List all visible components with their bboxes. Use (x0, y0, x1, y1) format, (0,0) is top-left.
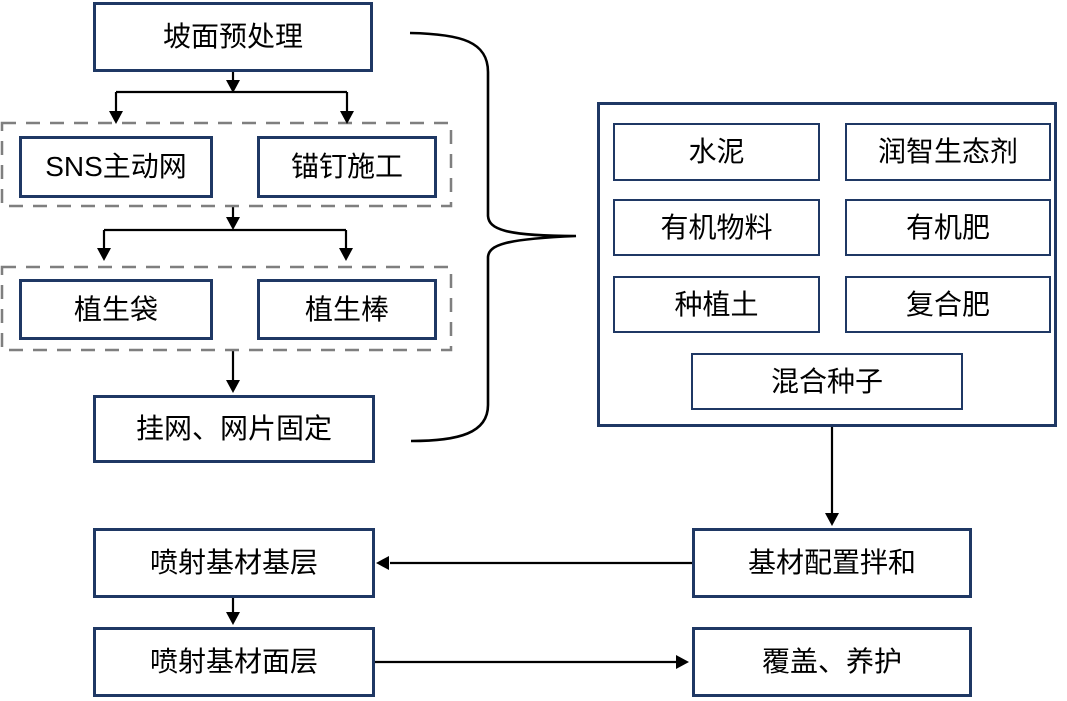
node-cement: 水泥 (613, 123, 820, 181)
dashed-group-stage1 (0, 121, 453, 208)
node-compound-fertilizer: 复合肥 (845, 276, 1051, 333)
node-cover-maintenance: 覆盖、养护 (692, 627, 972, 697)
node-sns-active-net: SNS主动网 (19, 136, 213, 198)
arrowhead-down-icon (339, 248, 353, 261)
arrowhead-left-icon (376, 556, 389, 570)
curly-brace (409, 31, 577, 443)
dashed-group-stage2 (0, 265, 453, 352)
node-organic-material: 有机物料 (613, 199, 820, 256)
arrowhead-right-icon (676, 655, 689, 669)
arrowhead-down-icon (226, 380, 240, 393)
node-mixed-seeds: 混合种子 (691, 353, 963, 410)
arrowhead-down-icon (226, 612, 240, 625)
node-spray-base-layer: 喷射基材基层 (93, 528, 375, 598)
node-anchor-bolt-construction: 锚钉施工 (257, 136, 437, 198)
arrowhead-down-icon (97, 248, 111, 261)
arrowhead-down-icon (226, 80, 240, 93)
node-net-hanging-fixing: 挂网、网片固定 (93, 395, 375, 463)
node-spray-surface-layer: 喷射基材面层 (93, 627, 375, 697)
arrowhead-down-icon (340, 111, 354, 124)
node-substrate-mixing: 基材配置拌和 (692, 528, 972, 598)
node-slope-pretreatment: 坡面预处理 (93, 2, 373, 72)
arrowhead-down-icon (109, 111, 123, 124)
node-planting-soil: 种植土 (613, 276, 820, 333)
materials-container: 水泥 润智生态剂 有机物料 有机肥 种植土 复合肥 混合种子 (597, 102, 1057, 427)
node-vegetation-rod: 植生棒 (257, 279, 437, 340)
node-vegetation-bag: 植生袋 (19, 279, 213, 340)
arrowhead-down-icon (226, 217, 240, 230)
node-organic-fertilizer: 有机肥 (845, 199, 1051, 256)
node-runzhi-eco-agent: 润智生态剂 (845, 123, 1051, 181)
arrowhead-down-icon (825, 513, 839, 526)
